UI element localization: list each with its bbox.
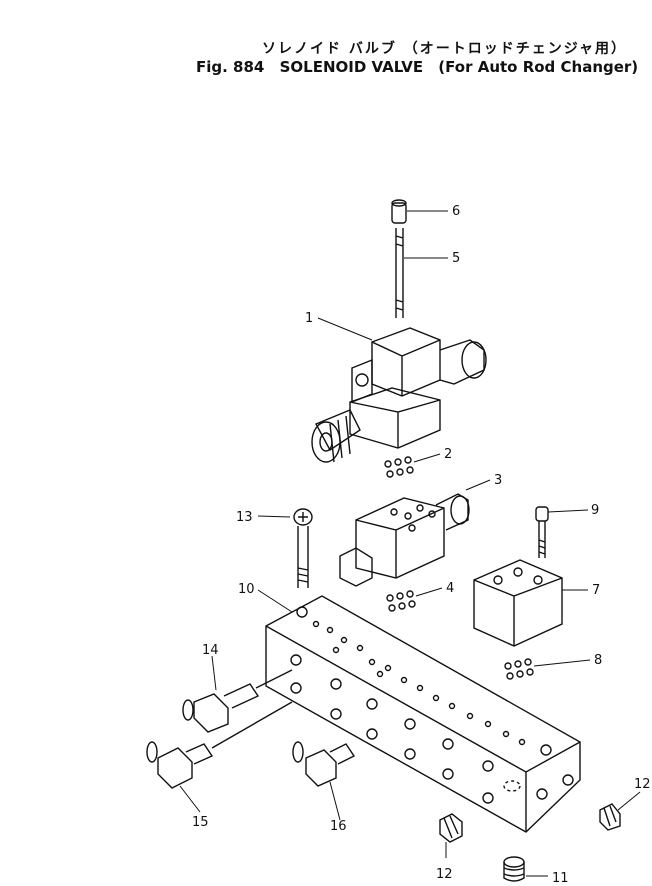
- part-16-elbow: [292, 741, 356, 787]
- part-5-stud: [395, 228, 404, 318]
- callout-9: 9: [591, 503, 599, 518]
- callout-12-right: 12: [634, 777, 651, 792]
- part-3-valve: [339, 493, 470, 587]
- callout-8: 8: [594, 653, 602, 668]
- callout-1: 1: [305, 311, 313, 326]
- callout-4: 4: [446, 581, 454, 596]
- diagram-subtitle: (For Auto Rod Changer): [438, 58, 639, 76]
- part-15-elbow: [146, 701, 293, 789]
- callout-3: 3: [494, 473, 502, 488]
- leader-lines: [179, 210, 641, 877]
- callout-5: 5: [452, 251, 460, 266]
- callout-6: 6: [452, 204, 460, 219]
- figure-number: Fig. 884: [196, 58, 265, 76]
- part-12-plug-right: [599, 803, 621, 831]
- callout-16: 16: [330, 819, 347, 834]
- part-1-solenoid-valve: [311, 327, 487, 463]
- part-8-o-rings: [504, 658, 534, 680]
- diagram-name: SOLENOID VALVE: [279, 58, 424, 76]
- part-13-bolt: [293, 508, 313, 588]
- callout-7: 7: [592, 583, 600, 598]
- part-6-cap: [391, 199, 407, 224]
- part-9-bolt: [535, 506, 549, 558]
- part-7-block: [473, 559, 563, 647]
- part-2-o-rings: [384, 456, 414, 478]
- callout-15: 15: [192, 815, 209, 830]
- callout-12-bottom: 12: [436, 867, 453, 882]
- part-4-o-rings: [386, 590, 416, 612]
- callout-14: 14: [202, 643, 219, 658]
- part-12-plug-bottom: [439, 813, 463, 843]
- callout-10: 10: [238, 582, 255, 597]
- part-11-plug: [503, 856, 525, 882]
- title-english: Fig. 884 SOLENOID VALVE (For Auto Rod Ch…: [196, 58, 639, 76]
- part-10-manifold: [265, 595, 581, 833]
- callout-numbers: 6 5 1 2 3 4 9 7 8 13 10 14 15 16 12 11 1…: [192, 204, 651, 886]
- title-japanese: ソレノイド バルブ （オートロッドチェンジャ用）: [262, 41, 628, 57]
- callout-13: 13: [236, 510, 253, 525]
- callout-11: 11: [552, 871, 569, 886]
- callout-2: 2: [444, 447, 452, 462]
- part-14-elbow: [182, 669, 293, 733]
